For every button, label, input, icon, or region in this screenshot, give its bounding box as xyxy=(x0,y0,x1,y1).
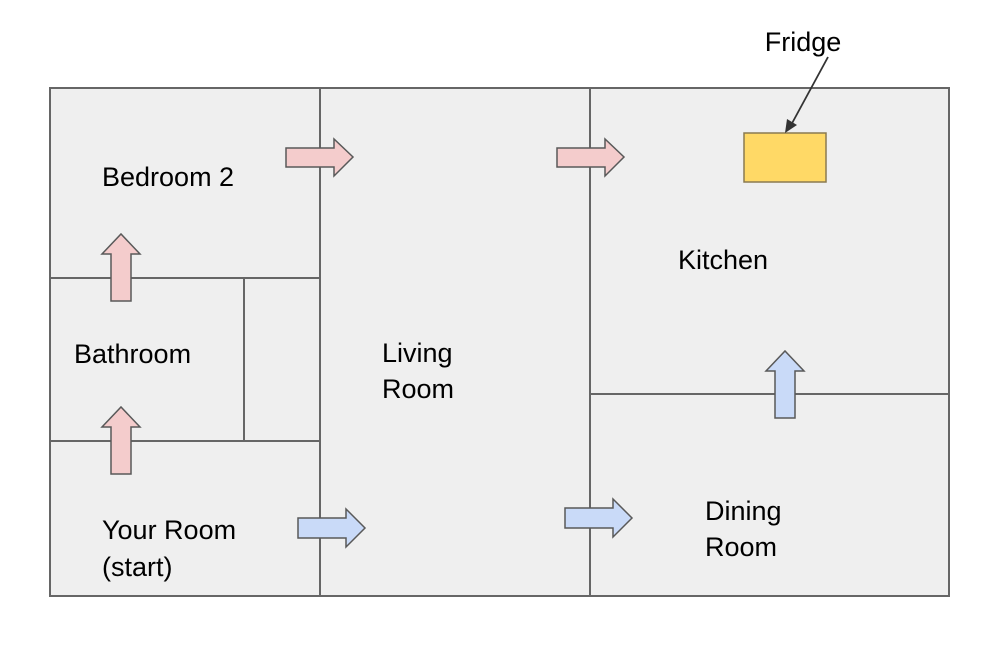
label-living-line2: Room xyxy=(382,374,454,404)
arrow-bathroom-to-bedroom xyxy=(100,232,142,302)
arrow-bedroom-to-living xyxy=(285,137,355,178)
arrow-living-to-dining xyxy=(564,497,634,539)
label-bathroom: Bathroom xyxy=(74,339,191,369)
room-living-room xyxy=(319,87,591,597)
fridge-label: Fridge xyxy=(765,27,842,57)
room-bathroom xyxy=(49,277,245,442)
arrow-living-to-kitchen xyxy=(556,137,626,178)
label-kitchen: Kitchen xyxy=(678,245,768,275)
fridge-pointer-arrowhead xyxy=(785,119,797,133)
fridge-box xyxy=(743,132,827,183)
arrow-your-room-to-living xyxy=(297,507,367,549)
room-closet xyxy=(243,277,321,442)
label-living-line1: Living xyxy=(382,338,453,368)
fridge-pointer-line xyxy=(789,56,829,128)
room-dining-room xyxy=(589,393,950,597)
room-your-room xyxy=(49,440,321,597)
label-dining-line1: Dining xyxy=(705,496,782,526)
label-dining-line2: Room xyxy=(705,532,777,562)
label-bedroom-2: Bedroom 2 xyxy=(102,162,234,192)
label-your-room-line1: Your Room xyxy=(102,515,236,545)
arrow-dining-to-kitchen xyxy=(764,349,806,419)
room-bedroom-2 xyxy=(49,87,321,279)
arrow-your-room-to-bathroom xyxy=(100,405,142,475)
label-your-room-line2: (start) xyxy=(102,552,173,582)
